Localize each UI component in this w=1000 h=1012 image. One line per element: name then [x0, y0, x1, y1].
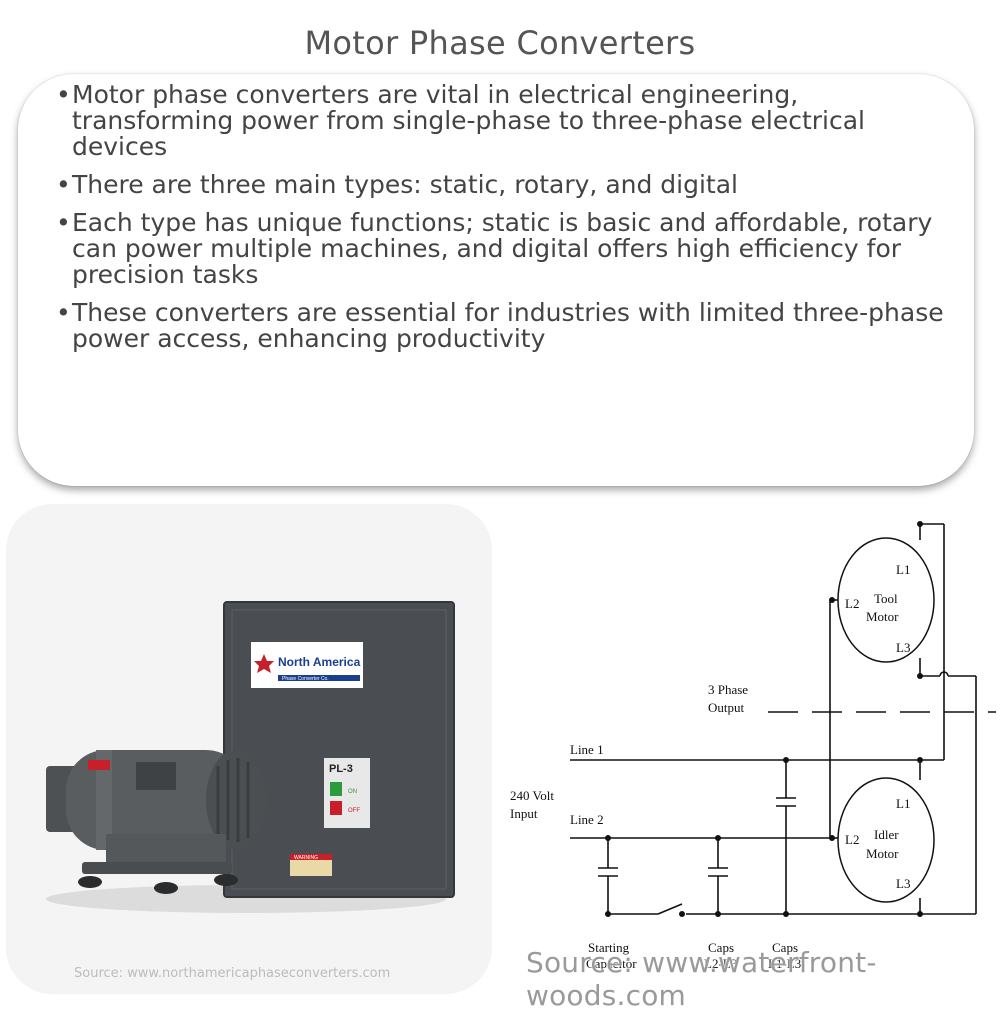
bullet-dot: •	[56, 170, 71, 199]
bullet-text: These converters are essential for indus…	[72, 298, 944, 353]
phase-converter-photo: North America Phase Converter Co. PL-3 O…	[46, 601, 455, 913]
brand-subtitle: Phase Converter Co.	[282, 676, 329, 682]
model-label: PL-3	[329, 763, 353, 775]
circuit-wires	[570, 523, 996, 915]
tool-motor-l1: L1	[896, 562, 910, 577]
diagram-source-credit: Source: www.waterfront-woods.com	[526, 946, 877, 1012]
starting-cap-label-2: Capacitor	[586, 956, 637, 971]
caps-l1l3-label-1: Caps	[772, 940, 798, 955]
output-label-1: 3 Phase	[708, 682, 748, 697]
photo-source-credit: Source: www.northamericaphaseconverters.…	[74, 966, 391, 981]
caps-l1l3-label-2: L1-L3	[768, 956, 801, 971]
tool-motor-l2: L2	[845, 596, 859, 611]
tool-motor-name-1: Tool	[874, 591, 898, 606]
input-label-1: 240 Volt	[510, 788, 554, 803]
idler-motor-name-2: Motor	[866, 846, 899, 861]
bullet-item: •Motor phase converters are vital in ele…	[36, 82, 956, 160]
off-button	[330, 801, 342, 815]
wiring-diagram: L1 L2 L3 Tool Motor L1 L2 L3 Idler Motor…	[496, 504, 1000, 996]
tool-motor-l3: L3	[896, 640, 910, 655]
caps-l2l3-label-2: L2-L3	[704, 956, 737, 971]
warning-text: WARNING	[294, 855, 318, 861]
wiring-diagram-svg: L1 L2 L3 Tool Motor L1 L2 L3 Idler Motor…	[510, 521, 996, 971]
summary-card: •Motor phase converters are vital in ele…	[18, 74, 974, 486]
brand-name: North America	[278, 655, 361, 669]
idler-motor-l1: L1	[896, 796, 910, 811]
idler-motor-circle	[837, 777, 935, 903]
star-logo-icon	[254, 654, 274, 673]
starting-cap-label-1: Starting	[588, 940, 630, 955]
idler-motor-name-1: Idler	[874, 827, 899, 842]
bullet-text: There are three main types: static, rota…	[72, 170, 738, 199]
output-label-2: Output	[708, 700, 745, 715]
caps-l2l3-label-1: Caps	[708, 940, 734, 955]
bullet-list: •Motor phase converters are vital in ele…	[36, 82, 956, 352]
bullet-dot: •	[56, 80, 71, 109]
electric-motor	[46, 750, 266, 894]
bullet-dot: •	[56, 208, 71, 237]
on-label: ON	[348, 789, 357, 795]
product-photo-panel: North America Phase Converter Co. PL-3 O…	[6, 504, 492, 994]
off-label: OFF	[348, 808, 360, 814]
page-title: Motor Phase Converters	[304, 24, 696, 62]
on-button	[330, 782, 342, 796]
tool-motor-name-2: Motor	[866, 609, 899, 624]
idler-motor-l3: L3	[896, 876, 910, 891]
line2-label: Line 2	[570, 812, 604, 827]
input-label-2: Input	[510, 806, 538, 821]
bullet-item: •These converters are essential for indu…	[36, 300, 956, 352]
junction-dots	[605, 521, 923, 917]
bullet-text: Motor phase converters are vital in elec…	[72, 80, 866, 161]
bullet-item: •There are three main types: static, rot…	[36, 172, 956, 198]
bullet-item: •Each type has unique functions; static …	[36, 210, 956, 288]
bullet-dot: •	[56, 298, 71, 327]
idler-motor-l2: L2	[845, 832, 859, 847]
line1-label: Line 1	[570, 742, 604, 757]
bullet-text: Each type has unique functions; static i…	[72, 208, 933, 289]
